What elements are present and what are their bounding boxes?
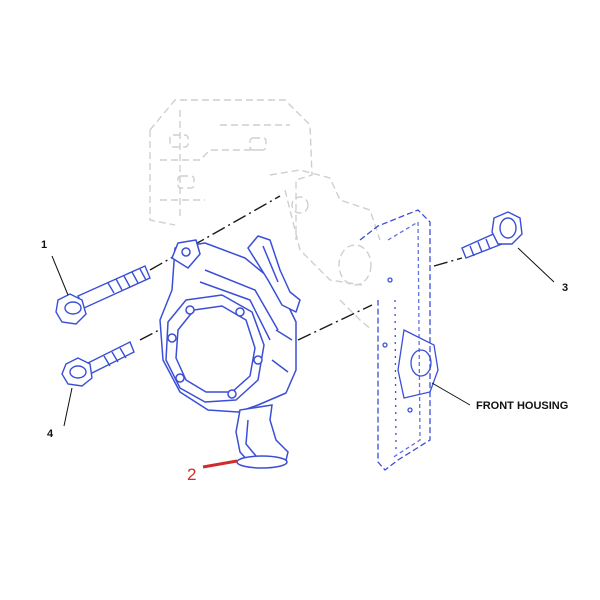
- bolt-icon: [461, 211, 523, 259]
- bolt-icon: [55, 265, 151, 325]
- front-housing-icon: [359, 209, 439, 471]
- callout-1: 1: [41, 239, 48, 251]
- callout-2: 2: [187, 465, 197, 484]
- elbow-outlet-icon: [235, 404, 289, 469]
- leader-lines: [51, 247, 555, 427]
- water-pump-icon: [159, 235, 301, 413]
- front-housing-label: FRONT HOUSING: [476, 400, 569, 412]
- callout-3: 3: [562, 282, 569, 294]
- engine-block-ghost: [149, 99, 381, 331]
- highlight-leader: [202, 459, 238, 469]
- callout-4: 4: [47, 428, 54, 440]
- bolt-icon: [61, 341, 135, 387]
